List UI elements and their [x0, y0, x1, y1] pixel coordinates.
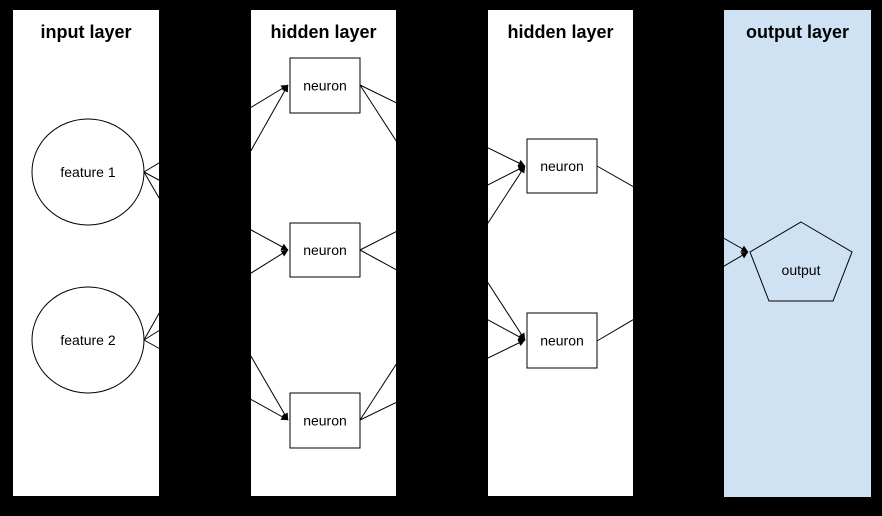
edge-feature2-to-neuron2 — [143, 249, 289, 341]
node-neuron-3 — [289, 392, 361, 449]
node-neuron-2 — [289, 222, 361, 278]
edge-neuron1-to-neuron4 — [359, 84, 526, 167]
node-output — [749, 221, 853, 302]
panel-hidden-layer-2 — [488, 10, 633, 496]
edge-neuron1-to-neuron5 — [359, 84, 526, 341]
panel-title-output-layer: output layer — [746, 22, 849, 42]
node-neuron-1 — [289, 57, 361, 114]
node-neuron-5 — [526, 312, 598, 369]
node-label-feature-2: feature 2 — [60, 332, 115, 348]
node-feature-1 — [31, 118, 145, 226]
edge-feature2-to-neuron1 — [143, 84, 289, 341]
node-label-feature-1: feature 1 — [60, 164, 115, 180]
node-label-neuron-3: neuron — [303, 413, 347, 429]
edge-feature1-to-neuron2 — [143, 171, 289, 251]
edge-feature1-to-neuron1 — [143, 84, 289, 173]
node-label-neuron-5: neuron — [540, 333, 584, 349]
edge-neuron3-to-neuron4 — [359, 165, 526, 421]
node-label-output: output — [782, 262, 821, 278]
edge-feature1-to-neuron3 — [143, 171, 289, 421]
panel-title-hidden-layer-2: hidden layer — [507, 22, 613, 42]
node-neuron-4 — [526, 138, 598, 194]
edge-neuron3-to-neuron5 — [359, 339, 526, 421]
panel-title-hidden-layer-1: hidden layer — [270, 22, 376, 42]
node-label-neuron-4: neuron — [540, 158, 584, 174]
edge-neuron2-to-neuron4 — [359, 165, 526, 251]
node-feature-2 — [31, 286, 145, 394]
panel-input-layer — [13, 10, 159, 496]
node-label-neuron-1: neuron — [303, 78, 347, 94]
edge-neuron4-to-output — [596, 165, 749, 253]
edge-neuron2-to-neuron5 — [359, 249, 526, 341]
panel-title-input-layer: input layer — [40, 22, 131, 42]
edge-neuron5-to-output — [596, 251, 749, 342]
node-label-neuron-2: neuron — [303, 242, 347, 258]
edge-feature2-to-neuron3 — [143, 339, 289, 421]
